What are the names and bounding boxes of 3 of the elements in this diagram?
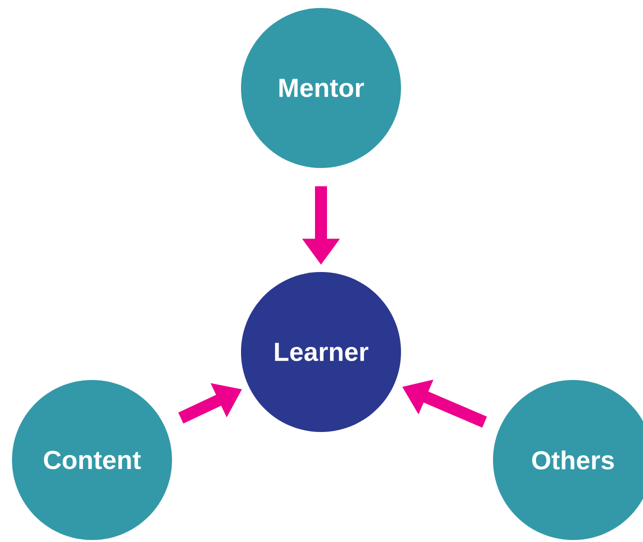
circle-node: Learner [241, 272, 401, 432]
circle-node: Content [12, 380, 172, 540]
circle-node: Mentor [241, 8, 401, 168]
